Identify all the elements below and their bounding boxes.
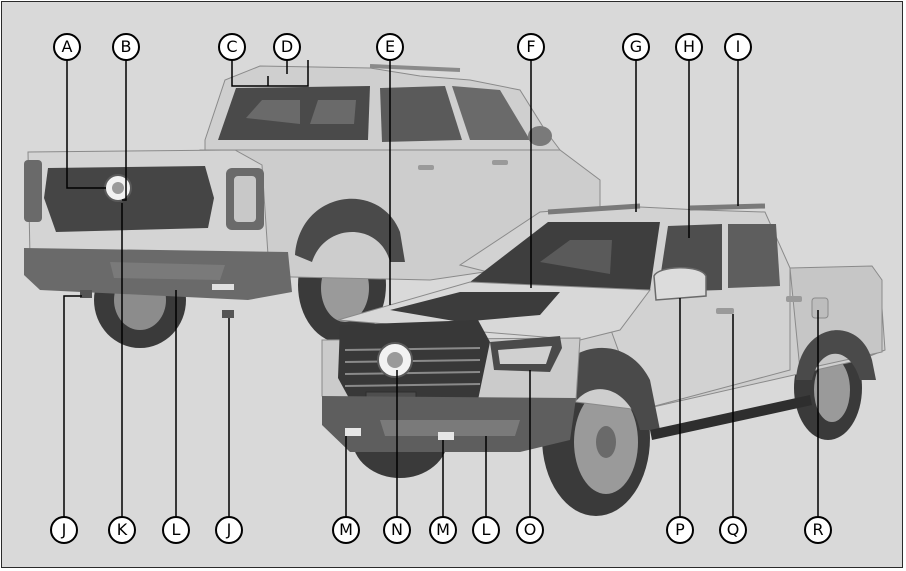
roof-rail-front xyxy=(547,203,641,215)
callout-e: E xyxy=(376,33,404,61)
callout-f: F xyxy=(517,33,545,61)
callout-g: G xyxy=(622,33,650,61)
callout-c: C xyxy=(218,33,246,61)
callout-i: I xyxy=(724,33,752,61)
callout-q: Q xyxy=(719,516,747,544)
callout-o: O xyxy=(516,516,544,544)
tailgate-panel xyxy=(44,166,214,232)
callout-a: A xyxy=(53,33,81,61)
rear-truck-side-window-2 xyxy=(452,86,530,140)
callout-j-rear-left: J xyxy=(50,516,78,544)
roof-rail-rear xyxy=(689,203,766,211)
front-truck xyxy=(321,203,886,516)
callout-l-rear: L xyxy=(162,516,190,544)
side-mirror xyxy=(653,267,707,301)
callout-h: H xyxy=(675,33,703,61)
fog-light-left xyxy=(345,428,361,436)
leader-lines xyxy=(63,60,819,518)
callout-l-front: L xyxy=(472,516,500,544)
callout-p: P xyxy=(666,516,694,544)
hood-panel xyxy=(390,292,560,322)
rear-truck-side-window-1 xyxy=(380,86,462,142)
callout-m-right: M xyxy=(429,516,457,544)
fog-light-right xyxy=(438,432,454,440)
callout-n: N xyxy=(383,516,411,544)
callout-j-rear-right: J xyxy=(215,516,243,544)
left-taillight xyxy=(24,160,42,222)
callout-k: K xyxy=(108,516,136,544)
rear-truck xyxy=(24,64,601,348)
callout-b: B xyxy=(112,33,140,61)
callout-m-left: M xyxy=(332,516,360,544)
callout-d: D xyxy=(273,33,301,61)
callout-r: R xyxy=(804,516,832,544)
front-truck-side-window-2 xyxy=(728,224,780,288)
